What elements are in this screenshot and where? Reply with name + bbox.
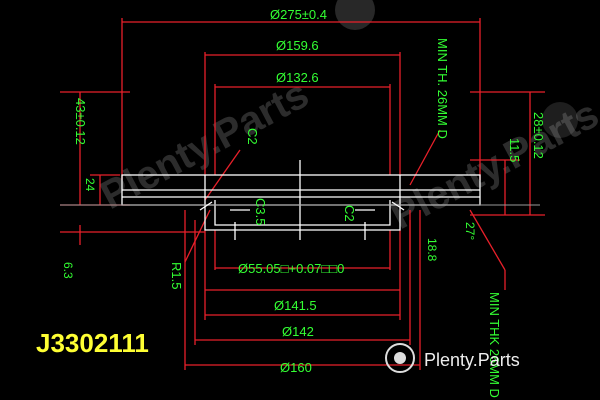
watermark-blob-right bbox=[542, 102, 578, 138]
dim-c35: C3.5 bbox=[253, 198, 268, 225]
brand-logo-icon bbox=[385, 343, 415, 373]
dim-h28: 28±0.12 bbox=[531, 112, 546, 159]
dim-v63: 6.3 bbox=[61, 262, 75, 279]
disc-profile bbox=[60, 160, 540, 240]
dim-min-th-bottom: MIN THK 26MM D bbox=[487, 292, 502, 398]
dim-d1415: Ø141.5 bbox=[274, 298, 317, 313]
part-number: J3302111 bbox=[36, 328, 149, 358]
dim-c2-right: C2 bbox=[342, 205, 357, 222]
dim-v188: 18.8 bbox=[425, 238, 439, 262]
brand-logo: Plenty.Parts bbox=[385, 343, 520, 373]
dim-d159: Ø159.6 bbox=[276, 38, 319, 53]
dim-d142: Ø142 bbox=[282, 324, 314, 339]
dim-v115: 11.5 bbox=[507, 138, 522, 162]
dim-min-th-top: MIN TH. 26MM D bbox=[435, 38, 450, 139]
dim-d132: Ø132.6 bbox=[276, 70, 319, 85]
dim-r15: R1.5 bbox=[169, 262, 184, 289]
dim-angle27: 27° bbox=[463, 222, 477, 240]
dim-v24: 24 bbox=[83, 178, 97, 192]
dim-d55: Ø55.05□+0.07□□0 bbox=[238, 261, 344, 276]
dim-c2-left: C2 bbox=[245, 128, 260, 145]
dim-d160: Ø160 bbox=[280, 360, 312, 375]
dim-d275: Ø275±0.4 bbox=[270, 7, 327, 22]
brand-logo-text: Plenty.Parts bbox=[424, 350, 520, 370]
dimension-labels: Ø275±0.4 Ø159.6 Ø132.6 43±0.12 C2 24 C3.… bbox=[61, 7, 546, 398]
dim-h43: 43±0.12 bbox=[73, 98, 88, 145]
